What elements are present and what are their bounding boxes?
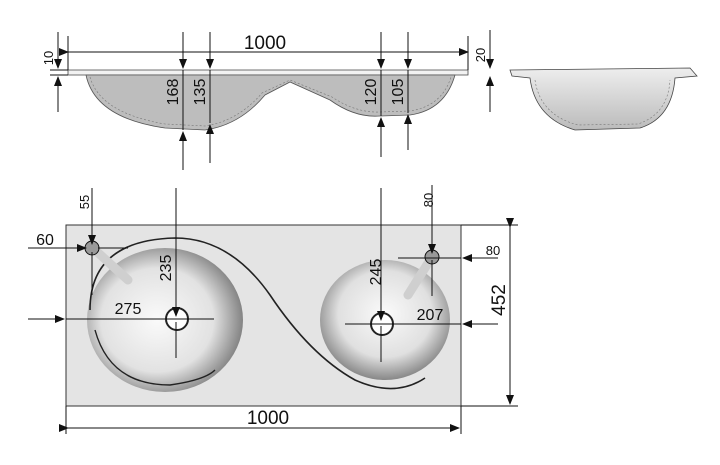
front-rim-left-label: 10: [41, 51, 56, 65]
front-depth-right-drain-label: 120: [363, 79, 380, 106]
left-tap-top-label: 55: [77, 195, 92, 209]
front-depth-left-overflow-label: 135: [192, 79, 209, 106]
left-drain-top-label: 235: [158, 255, 175, 282]
front-bowl-profile: [85, 74, 456, 131]
top-view: 55 60 235 275 245 207 80 80 452: [28, 185, 518, 434]
top-width-label: 1000: [247, 408, 289, 429]
left-drain-left-label: 275: [115, 301, 142, 318]
front-depth-right-overflow-label: 105: [390, 79, 407, 106]
left-faucet: [90, 245, 133, 285]
front-depth-left-drain-label: 168: [165, 79, 182, 106]
right-tap-top-label: 80: [421, 193, 436, 207]
left-tap-left-label: 60: [36, 232, 54, 249]
front-rim: [67, 69, 469, 76]
front-width-label: 1000: [244, 33, 286, 54]
front-rim-right-label: 20: [473, 48, 488, 62]
right-drain-top-label: 245: [368, 259, 385, 286]
right-faucet: [403, 255, 435, 300]
right-tap-right-label: 80: [486, 243, 500, 258]
front-view: 1000 10 20 168 135 120 105: [41, 30, 494, 170]
top-depth-label: 452: [489, 284, 510, 316]
right-drain-right-label: 207: [417, 307, 444, 324]
side-view: [509, 67, 698, 131]
